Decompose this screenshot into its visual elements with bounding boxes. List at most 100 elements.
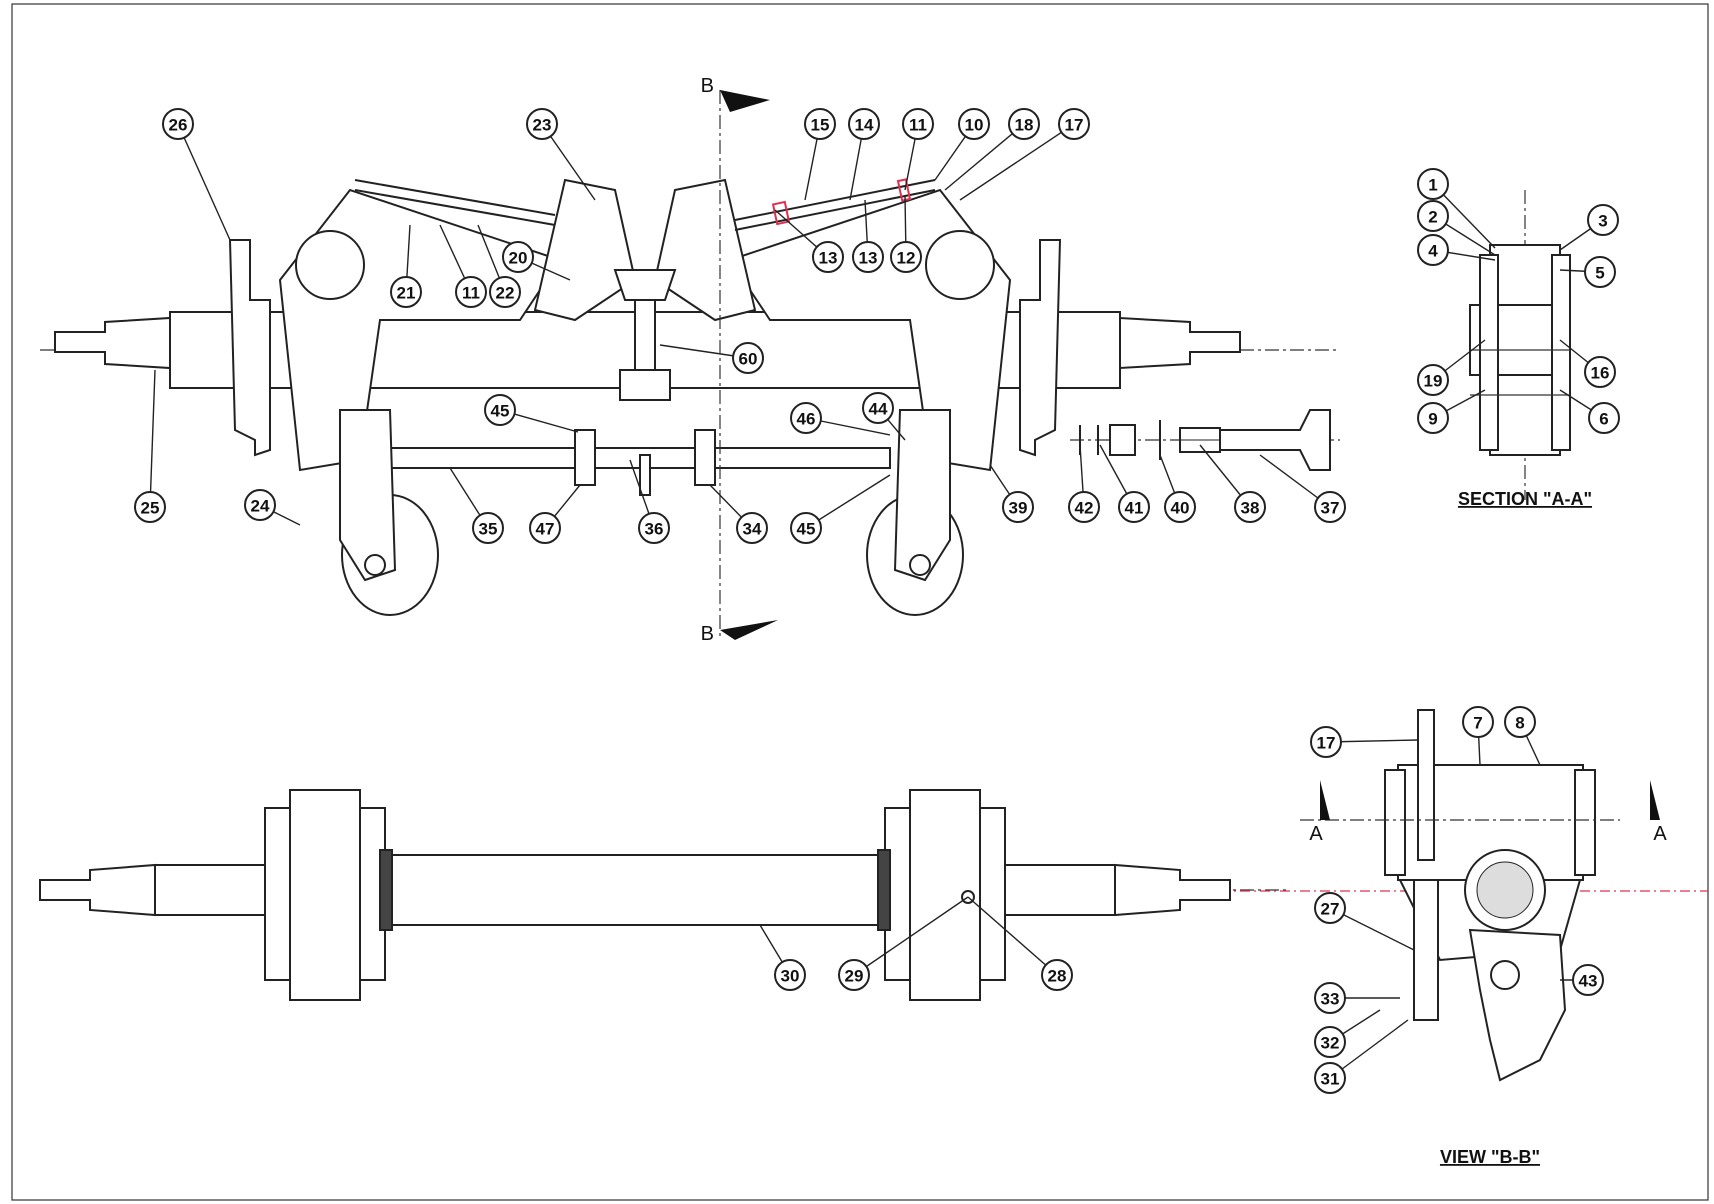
callout-label: 23: [533, 116, 552, 135]
view-b-b: A A VIEW "B-B": [1300, 709, 1667, 1167]
callout-19: 19: [1417, 364, 1449, 396]
push-rod-17: [1417, 709, 1435, 861]
section-a-label-right: A: [1653, 823, 1667, 845]
callout-label: 46: [797, 410, 816, 429]
callout-60: 60: [732, 342, 764, 374]
axle-tube: [379, 854, 881, 926]
callout-label: 43: [1579, 972, 1598, 991]
section-a-a-caption: SECTION "A-A": [1458, 489, 1592, 509]
callout-8: 8: [1504, 706, 1536, 738]
callout-label: 10: [965, 116, 984, 135]
callout-label: 22: [496, 284, 515, 303]
callout-label: 11: [462, 284, 480, 303]
callout-20: 20: [502, 241, 534, 273]
callout-label: 2: [1428, 208, 1437, 227]
callout-9: 9: [1417, 402, 1449, 434]
callout-label: 16: [1591, 364, 1610, 383]
callout-30: 30: [774, 959, 806, 991]
callout-label: 7: [1473, 714, 1482, 733]
callout-13: 13: [852, 241, 884, 273]
callout-14: 14: [848, 108, 880, 140]
callout-31: 31: [1314, 1062, 1346, 1094]
callout-41: 41: [1118, 491, 1150, 523]
callout-label: 14: [855, 116, 874, 135]
callout-label: 11: [909, 116, 927, 135]
callout-37: 37: [1314, 491, 1346, 523]
leader-28: [967, 896, 1058, 976]
callout-43: 43: [1572, 964, 1604, 996]
leader-31: [1329, 1019, 1409, 1079]
leader-17: [959, 123, 1075, 201]
callout-label: 28: [1048, 967, 1067, 986]
callout-6: 6: [1588, 402, 1620, 434]
callout-label: 60: [739, 350, 758, 369]
callout-label: 6: [1599, 410, 1608, 429]
callout-1: 1: [1417, 168, 1449, 200]
callout-16: 16: [1584, 356, 1616, 388]
callout-28: 28: [1041, 959, 1073, 991]
callout-label: 5: [1595, 264, 1604, 283]
callout-34: 34: [736, 512, 768, 544]
leader-45: [805, 474, 891, 529]
callout-label: 21: [397, 284, 416, 303]
callout-17: 17: [1310, 726, 1342, 758]
bolt-37: [1219, 409, 1331, 471]
callout-23: 23: [526, 108, 558, 140]
callout-label: 35: [479, 520, 498, 539]
callout-label: 38: [1241, 499, 1260, 518]
callout-label: 3: [1598, 212, 1607, 231]
callout-label: 19: [1424, 372, 1443, 391]
callout-4: 4: [1417, 234, 1449, 266]
leader-25: [149, 369, 156, 508]
section-a-label-left: A: [1309, 823, 1323, 845]
callout-label: 47: [536, 520, 555, 539]
callout-label: 15: [811, 116, 830, 135]
callout-47: 47: [529, 512, 561, 544]
section-b-arrow-bottom: [720, 620, 778, 640]
callout-11: 11: [902, 108, 934, 140]
callout-label: 31: [1321, 1070, 1340, 1089]
callout-10: 10: [958, 108, 990, 140]
callout-label: 4: [1428, 242, 1438, 261]
callout-45: 45: [484, 394, 516, 426]
plan-view: [39, 789, 1708, 1001]
callout-label: 45: [491, 402, 510, 421]
callout-label: 37: [1321, 499, 1340, 518]
left-spindle: [54, 316, 171, 370]
callout-27: 27: [1314, 892, 1346, 924]
callout-label: 41: [1125, 499, 1144, 518]
right-brake-chamber: [653, 178, 757, 322]
callout-label: 42: [1075, 499, 1094, 518]
callout-label: 26: [169, 116, 188, 135]
callout-label: 13: [819, 249, 838, 268]
callout-label: 36: [645, 520, 664, 539]
callout-5: 5: [1584, 256, 1616, 288]
leader-26: [177, 123, 231, 241]
callout-38: 38: [1234, 491, 1266, 523]
callout-18: 18: [1008, 108, 1040, 140]
callout-17: 17: [1058, 108, 1090, 140]
callout-label: 27: [1321, 900, 1340, 919]
callout-label: 39: [1009, 499, 1028, 518]
callout-22: 22: [489, 276, 521, 308]
callout-label: 24: [251, 497, 270, 516]
callout-label: 20: [509, 249, 528, 268]
callout-12: 12: [890, 241, 922, 273]
section-b-label-bottom: B: [701, 623, 714, 645]
callout-label: 30: [781, 967, 800, 986]
callout-44: 44: [862, 392, 894, 424]
callout-29: 29: [838, 959, 870, 991]
callout-7: 7: [1462, 706, 1494, 738]
callout-15: 15: [804, 108, 836, 140]
callout-label: 17: [1317, 734, 1336, 753]
section-b-label-top: B: [701, 75, 714, 97]
callout-13: 13: [812, 241, 844, 273]
leader-18: [944, 123, 1025, 191]
leader-29: [853, 896, 969, 976]
sheet-border: [11, 3, 1709, 1201]
callout-21: 21: [390, 276, 422, 308]
callout-35: 35: [472, 512, 504, 544]
callout-39: 39: [1002, 491, 1034, 523]
